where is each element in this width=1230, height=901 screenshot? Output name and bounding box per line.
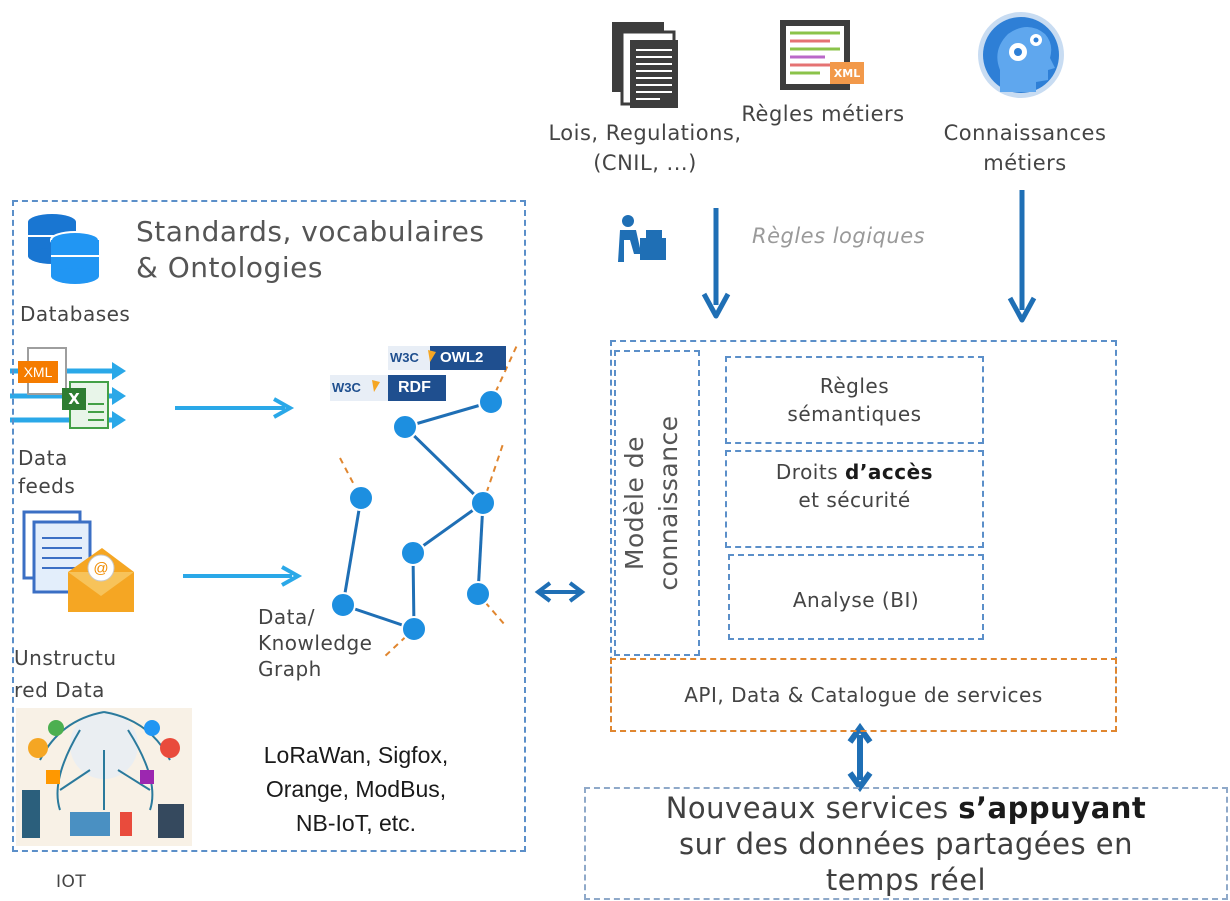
knowledge-label: Connaissances métiers [943, 121, 1107, 175]
databases-label: Databases [20, 302, 131, 326]
analysis-label: Analyse (BI) [792, 588, 920, 612]
semantic-rules-label: Règles sémantiques [787, 374, 922, 426]
xml-badge: XML [833, 67, 861, 80]
excel-file-icon [62, 381, 109, 429]
database-icon [28, 214, 100, 284]
business-rules-label: Règles métiers [741, 102, 905, 126]
api-catalogue-box [610, 658, 1117, 732]
rdf-badge [330, 375, 446, 401]
document-stack-icon [612, 22, 678, 108]
semantic-rules-box [725, 356, 984, 444]
xml-file-icon [18, 347, 67, 395]
laws-label: Lois, Regulations, (CNIL, ...) [548, 121, 742, 175]
data-feeds-label: Data feeds [18, 446, 76, 498]
iot-illustration [16, 708, 192, 846]
unstructured-data-label: Unstructu red Data [14, 646, 117, 702]
knowledge-model-box [614, 350, 700, 656]
xml-rules-document-icon [780, 20, 864, 90]
knowledge-head-icon [978, 12, 1064, 98]
rdf-w3c-text: W3C [332, 380, 361, 395]
owl-w3c-text: W3C [390, 350, 419, 365]
iot-protocols: LoRaWan, Sigfox, Orange, ModBus, NB-IoT,… [263, 742, 449, 836]
owl2-text: OWL2 [440, 349, 484, 366]
access-rights-box [725, 450, 984, 548]
analysis-box [728, 554, 984, 640]
iot-label: IOT [56, 872, 87, 892]
svg-text:@: @ [93, 560, 108, 577]
api-catalogue-label: API, Data & Catalogue de services [684, 683, 1043, 707]
excel-file-label: X [68, 390, 80, 408]
new-services-label: Nouveaux services s’appuyant sur des don… [665, 791, 1147, 897]
knowledge-graph [330, 342, 519, 659]
standards-title: Standards, vocabulaires & Ontologies [136, 215, 485, 284]
knowledge-graph-label: Data/ Knowledge Graph [258, 605, 373, 681]
new-services-box [584, 787, 1228, 900]
logical-rules-label: Règles logiques [752, 224, 926, 248]
sources-panel [12, 200, 526, 852]
knowledge-model-label: Modèle de connaissance [620, 415, 683, 591]
person-at-desk-icon [618, 215, 666, 262]
access-rights-label: Droits d’accès et sécurité [775, 460, 934, 512]
xml-file-label: XML [23, 364, 53, 380]
owl2-badge [388, 346, 506, 370]
documents-email-icon: @ [22, 510, 134, 612]
rdf-text: RDF [398, 379, 431, 396]
